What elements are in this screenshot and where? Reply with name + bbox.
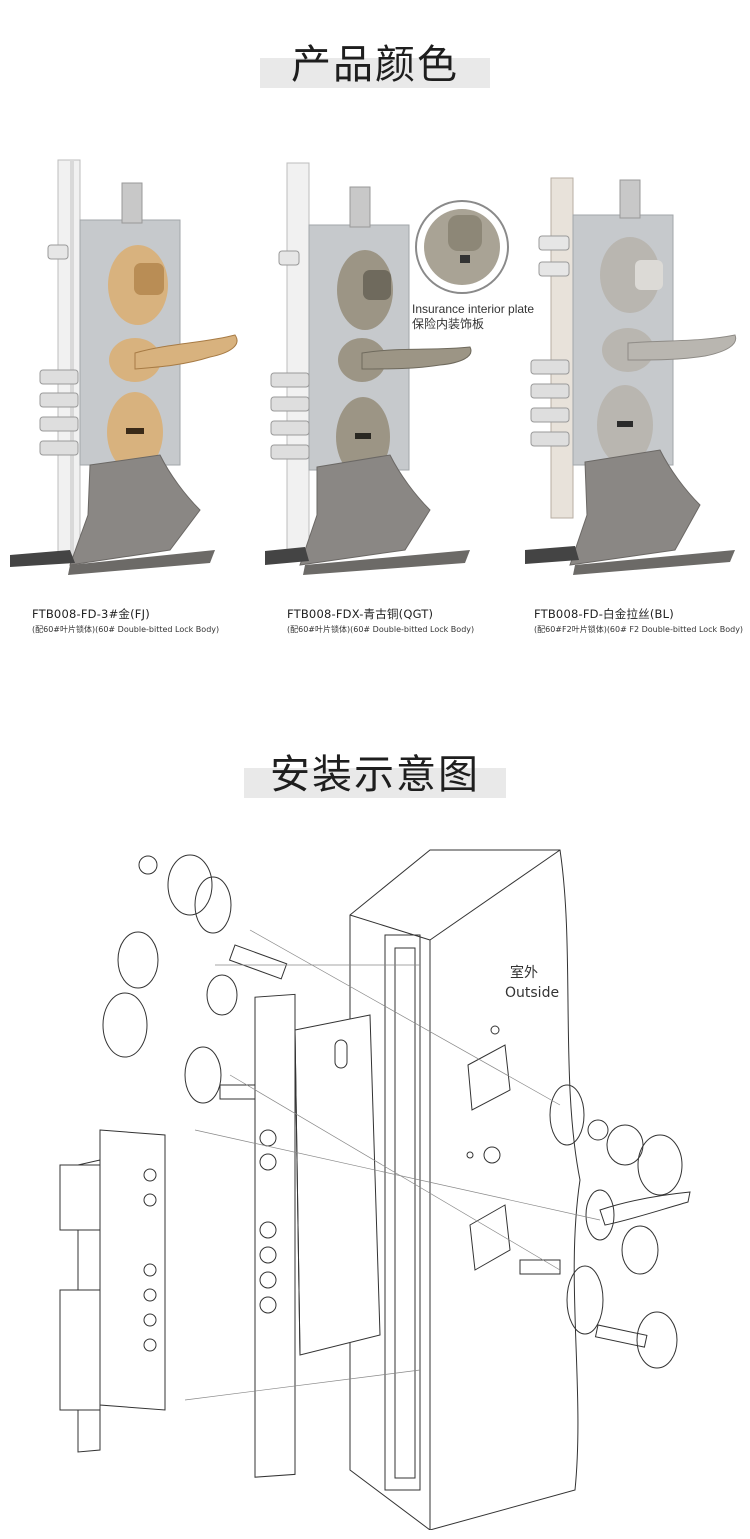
outside-label-en: Outside <box>505 985 560 1001</box>
insurance-plate-inset <box>415 200 509 294</box>
product-model: FTB008-FDX-青古铜(QGT) <box>287 607 434 621</box>
lock-image-gold <box>10 159 238 575</box>
product-caption-gold: FTB008-FD-3#金(FJ) (配60#叶片锁体)(60# Double-… <box>32 606 219 635</box>
product-caption-platinum: FTB008-FD-白金拉丝(BL) (配60#F2叶片锁体)(60# F2 D… <box>534 606 743 635</box>
product-body: (配60#叶片锁体)(60# Double-bitted Lock Body) <box>287 625 475 634</box>
lock-image-platinum <box>525 177 737 575</box>
installation-diagram <box>59 849 691 1530</box>
product-body: (配60#叶片锁体)(60# Double-bitted Lock Body) <box>32 625 220 634</box>
section-title-colors: 产品颜色 <box>291 42 459 88</box>
product-model: FTB008-FD-白金拉丝(BL) <box>534 607 674 621</box>
section-title-install: 安装示意图 <box>270 752 480 798</box>
insurance-plate-label-zh: 保险内装饰板 <box>412 317 485 331</box>
insurance-plate-label-en: Insurance interior plate <box>412 302 535 316</box>
product-model: FTB008-FD-3#金(FJ) <box>32 607 150 621</box>
product-body: (配60#F2叶片锁体)(60# F2 Double-bitted Lock B… <box>534 625 744 634</box>
product-caption-bronze: FTB008-FDX-青古铜(QGT) (配60#叶片锁体)(60# Doubl… <box>287 606 474 635</box>
section-title-bar-colors <box>260 58 490 88</box>
lock-image-bronze <box>265 162 472 575</box>
outside-label-zh: 室外 <box>510 965 538 981</box>
insurance-plate-callout: Insurance interior plate 保险内装饰板 <box>412 302 534 332</box>
section-title-bar-install <box>244 768 506 798</box>
